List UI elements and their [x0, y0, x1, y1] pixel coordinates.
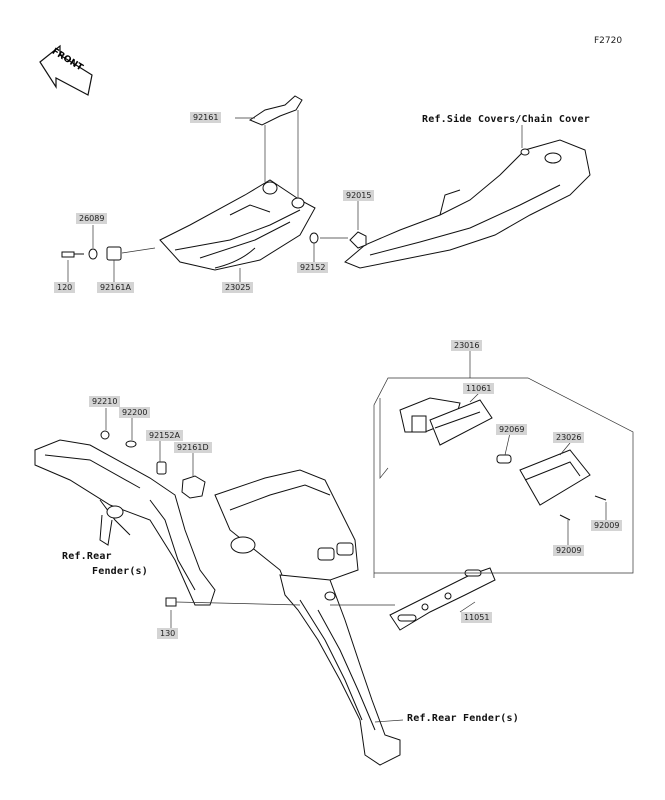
part-label-11061[interactable]: 11061 [463, 383, 495, 394]
part-label-23016[interactable]: 23016 [451, 340, 483, 351]
bracket-part [248, 95, 303, 126]
part-label-92210[interactable]: 92210 [89, 396, 121, 407]
part-label-92015[interactable]: 92015 [343, 190, 375, 201]
lower-leader-lines [105, 345, 634, 723]
license-lamp-part [399, 397, 607, 521]
part-label-92009-a[interactable]: 92009 [591, 520, 623, 531]
ref-rear-fender-bottom: Ref.Rear Fender(s) [407, 713, 519, 724]
ref-side-covers: Ref.Side Covers/Chain Cover [422, 114, 590, 125]
part-label-92069[interactable]: 92069 [496, 424, 528, 435]
upper-leader-lines [67, 110, 523, 282]
fender-tail-part [214, 469, 401, 766]
part-label-92152A[interactable]: 92152A [146, 430, 183, 441]
ref-rear-fender-left-2: Fender(s) [92, 566, 148, 577]
diagram-code: F2720 [594, 36, 623, 46]
tail-cover-part [159, 179, 316, 271]
part-label-92161D[interactable]: 92161D [174, 442, 212, 453]
upper-hardware [61, 232, 319, 261]
part-label-26089[interactable]: 26089 [76, 213, 108, 224]
part-label-92152[interactable]: 92152 [297, 262, 329, 273]
front-arrow-icon [39, 44, 93, 96]
ref-rear-fender-left-1: Ref.Rear [62, 551, 112, 562]
part-label-23026[interactable]: 23026 [553, 432, 585, 443]
lower-hardware [100, 430, 206, 607]
part-label-92161A[interactable]: 92161A [97, 282, 134, 293]
part-label-92161[interactable]: 92161 [190, 112, 222, 123]
side-cover-part [344, 139, 591, 269]
part-label-92200[interactable]: 92200 [119, 407, 151, 418]
part-label-92009-b[interactable]: 92009 [553, 545, 585, 556]
part-label-130[interactable]: 130 [157, 628, 179, 639]
part-label-23025[interactable]: 23025 [222, 282, 254, 293]
rear-frame-bracket-part [34, 439, 216, 606]
part-label-11051[interactable]: 11051 [461, 612, 493, 623]
part-label-120[interactable]: 120 [54, 282, 76, 293]
